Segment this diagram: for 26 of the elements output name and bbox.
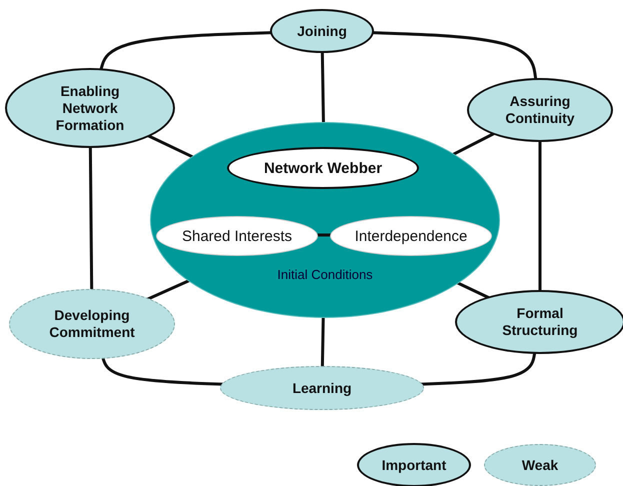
connector-line [420,352,536,386]
connector-line [88,146,94,292]
node-label: Learning [292,380,352,396]
node-label: Developing Commitment [48,307,136,341]
node-label: Shared Interests [182,228,292,244]
node-label: Interdependence [354,228,468,244]
connector-line [538,140,542,292]
connector-line [320,50,325,124]
connector-line [372,31,538,80]
connector-line [146,134,194,159]
legend-label: Weak [522,456,558,474]
connector-line [101,356,224,386]
connector-line [99,31,272,71]
connector-line [146,278,191,301]
node-label: Enabling Network Formation [54,82,126,134]
connector-line [452,132,496,156]
ellipse-node [156,216,318,256]
node-label: Formal Structuring [501,305,579,339]
ellipse-node [330,216,492,256]
legend-label: Important [382,456,446,474]
connector-line [320,316,325,368]
node-label: Network Webber [264,160,382,176]
connector-line [456,281,490,300]
node-label: Assuring Continuity [504,93,576,127]
node-label: Joining [297,22,347,40]
node-label: Initial Conditions [277,266,373,283]
